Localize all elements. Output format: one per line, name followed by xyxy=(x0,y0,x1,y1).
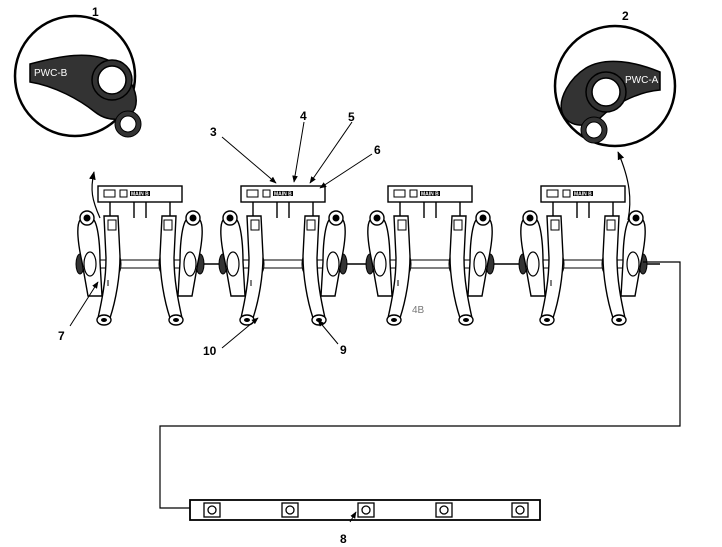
callout-5: 5 xyxy=(348,110,355,124)
bracket-mark-3: MAIN B xyxy=(421,192,439,198)
rocker-assembly-4 xyxy=(518,185,648,326)
callout-7: 7 xyxy=(58,329,65,343)
callout-8: 8 xyxy=(340,532,347,546)
callout-1: 1 xyxy=(92,5,99,19)
oil-line xyxy=(159,261,681,509)
stray-text: 4B xyxy=(412,305,425,316)
rocker-assembly-3 xyxy=(365,185,495,326)
pwc-b-tag: PWC-B xyxy=(34,68,68,79)
manifold-bar xyxy=(189,499,541,521)
callout-2: 2 xyxy=(622,9,629,23)
arrow-detail-1 xyxy=(89,171,101,219)
rocker-assembly-2 xyxy=(218,185,348,326)
callout-10: 10 xyxy=(203,344,217,358)
callout-9: 9 xyxy=(340,343,347,357)
callout-4: 4 xyxy=(300,109,307,123)
callout-6: 6 xyxy=(374,143,381,157)
bracket-mark-4: MAIN B xyxy=(574,192,592,198)
bracket-mark-1: MAIN B xyxy=(131,192,149,198)
arrow-detail-2 xyxy=(617,151,631,221)
detail-view-1: PWC-B xyxy=(13,14,142,138)
callout-3: 3 xyxy=(210,125,217,139)
detail-view-2: PWC-A xyxy=(553,24,677,148)
pwc-a-tag: PWC-A xyxy=(625,75,659,86)
bracket-mark-2: MAIN B xyxy=(274,192,292,198)
